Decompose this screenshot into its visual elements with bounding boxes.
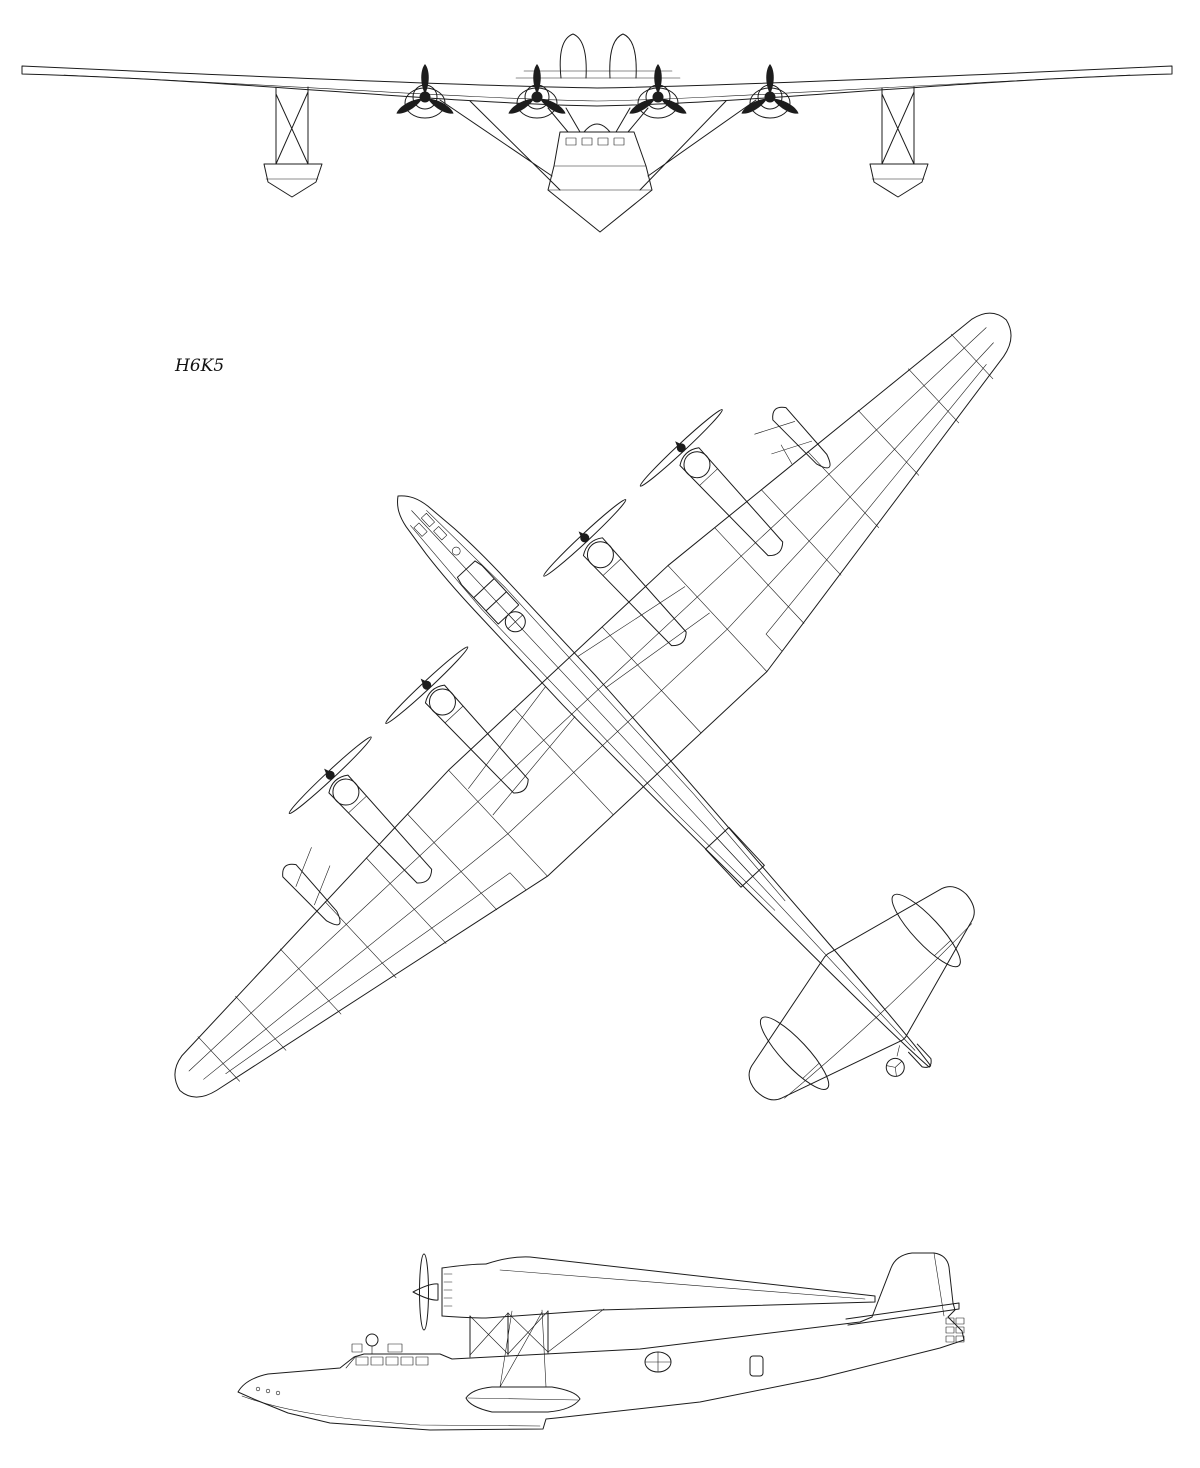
side-propeller — [412, 1253, 439, 1331]
front-floats — [263, 86, 929, 198]
top-hull — [397, 495, 932, 1068]
top-view — [174, 312, 1012, 1101]
side-hull — [237, 1252, 965, 1431]
side-engine-wing — [441, 1256, 876, 1319]
front-struts — [439, 99, 757, 191]
front-tail — [515, 33, 681, 79]
front-propellers — [394, 63, 801, 118]
side-tail — [845, 1302, 965, 1343]
model-label: H6K5 — [174, 356, 224, 376]
top-struts — [468, 586, 710, 816]
side-view — [237, 1252, 965, 1431]
front-wing — [21, 65, 1173, 107]
front-hull — [547, 123, 653, 233]
front-engine-nacelles — [404, 87, 791, 119]
top-tailplane — [748, 886, 975, 1101]
top-floats — [282, 406, 831, 926]
side-float — [465, 1309, 581, 1413]
top-tail-turret — [885, 1043, 932, 1077]
front-view — [21, 33, 1173, 233]
side-struts — [469, 1308, 605, 1358]
top-wing — [174, 312, 1012, 1098]
